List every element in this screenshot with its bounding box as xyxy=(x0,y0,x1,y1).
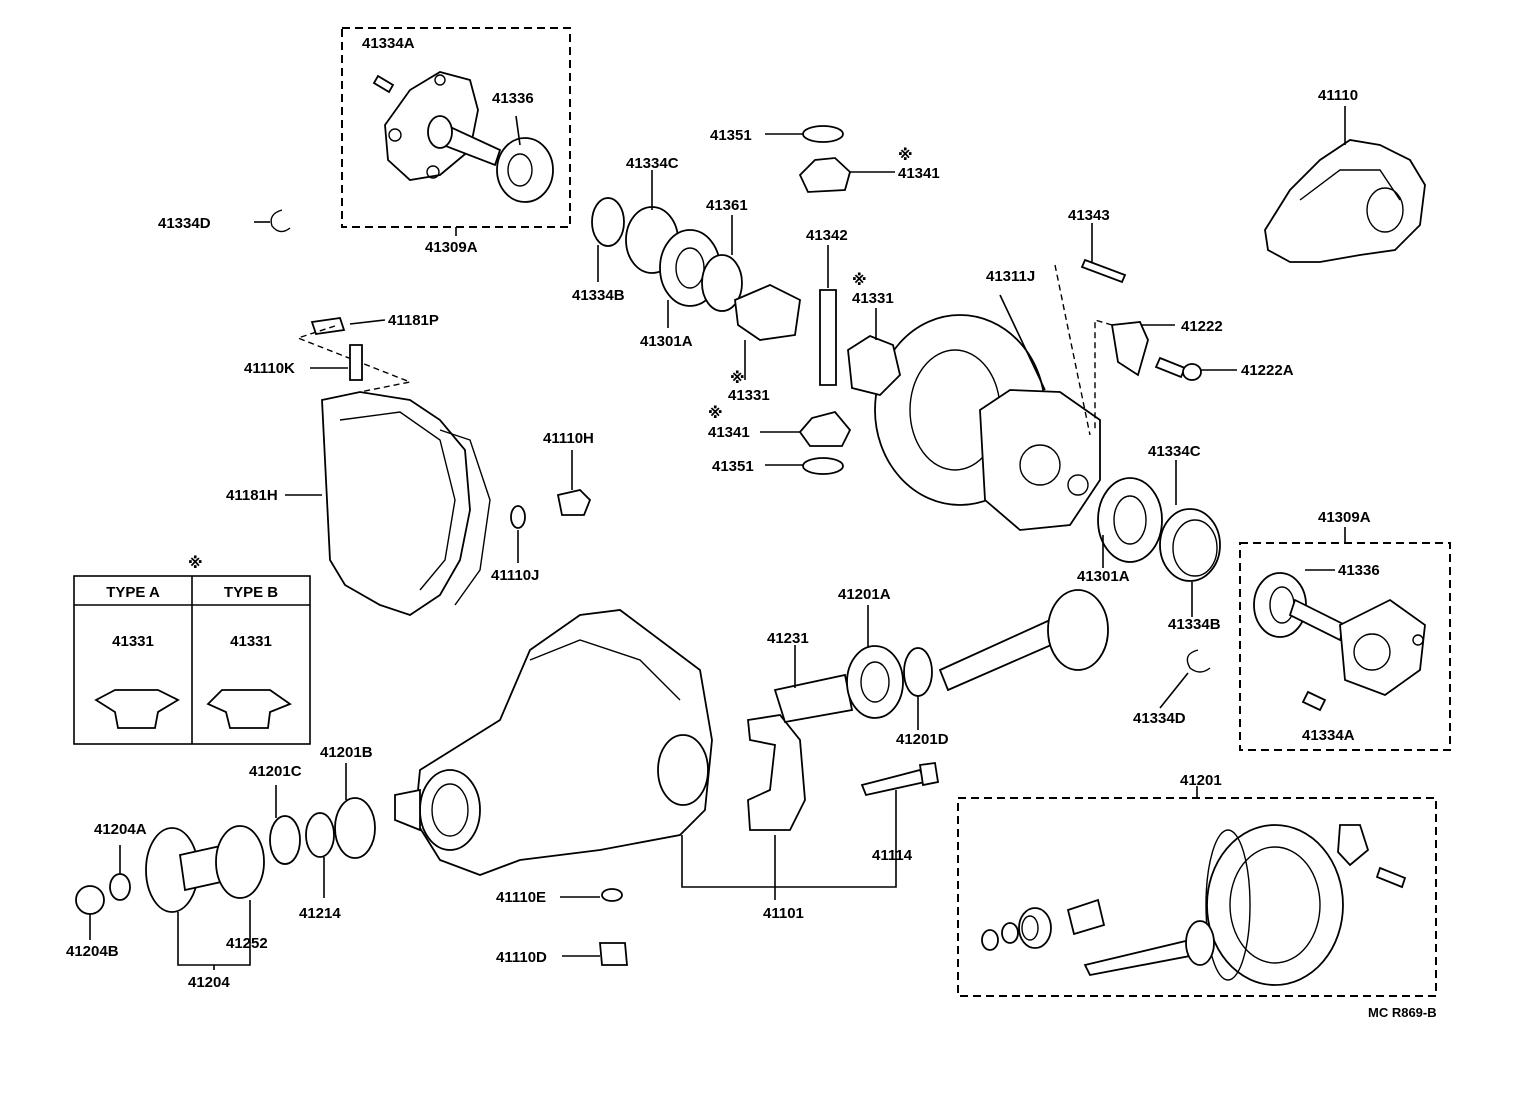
label-41110e: 41110E xyxy=(496,889,546,906)
plug-41110h xyxy=(556,450,592,516)
label-41114: 41114 xyxy=(872,847,913,864)
label-41334a-top: 41334A xyxy=(362,35,415,52)
housing-41101 xyxy=(394,609,897,900)
assembly-41309a-right xyxy=(1239,527,1451,751)
carrier-41110 xyxy=(1264,106,1426,263)
label-41351-top: 41351 xyxy=(710,127,752,144)
label-41334b-top: 41334B xyxy=(572,287,625,304)
label-41341-top: 41341 xyxy=(898,165,940,182)
label-41334b-right: 41334B xyxy=(1168,616,1221,633)
type-a-header: TYPE A xyxy=(106,584,160,601)
label-41201a: 41201A xyxy=(838,586,891,603)
label-41201: 41201 xyxy=(1180,772,1222,789)
label-41110d: 41110D xyxy=(496,949,547,966)
pinion-group xyxy=(773,589,1109,730)
asterisk-mark-type-table: ※ xyxy=(188,554,203,572)
label-41231: 41231 xyxy=(767,630,809,647)
label-41334a-right: 41334A xyxy=(1302,727,1355,744)
label-41110k: 41110K xyxy=(244,360,295,377)
label-41101: 41101 xyxy=(763,905,804,922)
label-41204b: 41204B xyxy=(66,943,119,960)
assembly-41201 xyxy=(957,786,1437,997)
label-41311j: 41311J xyxy=(986,268,1035,285)
label-41331-mid: 41331 xyxy=(852,290,894,307)
flange-group xyxy=(75,763,376,970)
label-41336-right: 41336 xyxy=(1338,562,1380,579)
center-gear-stack xyxy=(591,125,901,475)
label-41334c-top: 41334C xyxy=(626,155,679,172)
label-41252: 41252 xyxy=(226,935,268,952)
clip-41334d-left xyxy=(254,209,291,233)
label-41309a-right: 41309A xyxy=(1318,509,1371,526)
washer-41110j xyxy=(510,505,526,563)
label-41334d-right: 41334D xyxy=(1133,710,1186,727)
bolt-41181p xyxy=(295,317,413,393)
label-41110h: 41110H xyxy=(543,430,594,447)
label-41110j: 41110J xyxy=(491,567,539,584)
assembly-41309a-top xyxy=(341,27,571,236)
label-41181p: 41181P xyxy=(388,312,439,329)
label-41361: 41361 xyxy=(706,197,748,214)
washer-41110e xyxy=(560,888,623,902)
bearing-cap xyxy=(747,714,806,831)
asterisk-41341-low: ※ xyxy=(708,404,723,422)
plug-41110k xyxy=(310,344,363,381)
asterisk-41341-top: ※ xyxy=(898,146,913,164)
label-41110: 41110 xyxy=(1318,87,1358,104)
bolt-41114 xyxy=(860,761,940,797)
plug-41110d xyxy=(562,942,628,966)
type-b-header: TYPE B xyxy=(224,584,278,601)
cover-41181h xyxy=(285,391,491,616)
asterisk-41331-mid: ※ xyxy=(852,271,867,289)
label-41201d: 41201D xyxy=(896,731,949,748)
label-41336-top: 41336 xyxy=(492,90,534,107)
diff-case-41311j xyxy=(874,264,1101,531)
label-41341-low: 41341 xyxy=(708,424,750,441)
label-41309a-top: 41309A xyxy=(425,239,478,256)
label-41331-low: 41331 xyxy=(728,387,770,404)
label-41301a-top: 41301A xyxy=(640,333,693,350)
label-41222a: 41222A xyxy=(1241,362,1294,379)
label-41222: 41222 xyxy=(1181,318,1223,335)
label-41351-low: 41351 xyxy=(712,458,754,475)
label-41214: 41214 xyxy=(299,905,341,922)
label-41331-type-a: 41331 xyxy=(112,633,154,650)
label-41342: 41342 xyxy=(806,227,848,244)
label-41181h: 41181H xyxy=(226,487,278,504)
bearing-right xyxy=(1097,460,1221,709)
label-41331-type-b: 41331 xyxy=(230,633,272,650)
asterisk-41331-low: ※ xyxy=(730,369,745,387)
pin-41343 xyxy=(1080,223,1127,284)
label-41201b: 41201B xyxy=(320,744,373,761)
label-41204: 41204 xyxy=(188,974,230,991)
label-41301a-right: 41301A xyxy=(1077,568,1130,585)
lock-plate-41222 xyxy=(1094,319,1175,430)
label-41201c: 41201C xyxy=(249,763,302,780)
label-41334d-left: 41334D xyxy=(158,215,211,232)
label-41343: 41343 xyxy=(1068,207,1110,224)
bolt-41222a xyxy=(1154,356,1237,381)
footer-code: MC R869-B xyxy=(1368,1005,1437,1020)
type-table xyxy=(73,575,311,745)
label-41204a: 41204A xyxy=(94,821,147,838)
label-41334c-right: 41334C xyxy=(1148,443,1201,460)
